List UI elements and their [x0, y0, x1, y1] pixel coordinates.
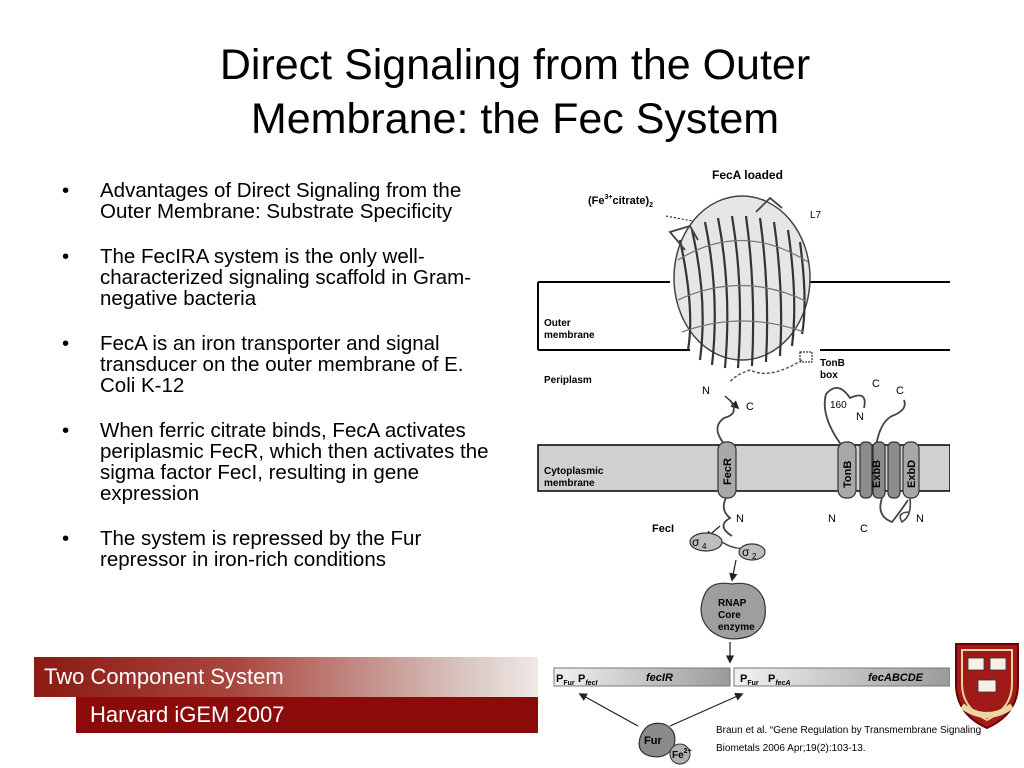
- title-line-2: Membrane: the Fec System: [250, 95, 780, 143]
- dna-operon-fecabcde: [733, 667, 950, 687]
- svg-text:4: 4: [702, 542, 707, 551]
- citation-line-2: Biometals 2006 Apr;19(2):103-13.: [716, 743, 866, 754]
- label-exbd-n: N: [916, 513, 924, 525]
- label-fecabcde-gene: fecABCDE: [868, 672, 924, 684]
- tonb-box-marker: [799, 351, 813, 363]
- label-fecr-c: C: [746, 401, 754, 413]
- feca-n-terminal-tail: [729, 359, 803, 383]
- bullet-item: The FecIRA system is the only well-chara…: [58, 246, 498, 309]
- citation: Braun et al. “Gene Regulation by Transme…: [716, 722, 981, 758]
- footer-band-team: Harvard iGEM 2007: [76, 697, 538, 733]
- label-promoter-fur-2: PFur: [740, 673, 759, 687]
- svg-text:Fe2+: Fe2+: [672, 748, 692, 761]
- footer-band-topic: Two Component System: [34, 657, 538, 697]
- label-tonb-n: N: [856, 411, 864, 423]
- citation-line-1: Braun et al. “Gene Regulation by Transme…: [716, 725, 982, 736]
- arrow-fur-to-promoter-2: [669, 692, 744, 727]
- svg-text:2: 2: [752, 552, 757, 561]
- label-exbd: ExbD: [906, 460, 918, 488]
- fec-system-diagram: FecA loaded (Fe3+citrate)2 L8 L7 Outerme…: [537, 168, 950, 765]
- svg-text:RNAP: RNAP: [718, 598, 747, 609]
- label-promoter-feci: PfecI: [578, 673, 598, 687]
- exbd-protein: ExbD: [887, 441, 920, 499]
- feca-barrel: [668, 195, 811, 369]
- fur-repressor: Fur Fe2+: [638, 722, 692, 765]
- fecr-cytoplasmic-tail: [722, 497, 733, 537]
- label-feci: FecI: [652, 523, 674, 535]
- svg-text:Fur: Fur: [644, 735, 662, 747]
- tonb-periplasmic-loop: [823, 387, 866, 447]
- label-periplasm: Periplasm: [544, 375, 592, 386]
- dna-operon-fecir: [553, 667, 731, 687]
- label-tonb-c: C: [872, 378, 880, 390]
- label-fecr: FecR: [722, 458, 734, 485]
- harvard-shield-logo: [955, 643, 1019, 730]
- label-exbb-c: C: [860, 523, 868, 535]
- tonb-protein: TonB: [837, 441, 857, 499]
- bullet-list: Advantages of Direct Signaling from the …: [58, 180, 498, 594]
- label-fecr-cyto-n: N: [736, 513, 744, 525]
- arrow-fur-to-promoter-1: [578, 693, 639, 727]
- bullet-item: Advantages of Direct Signaling from the …: [58, 180, 498, 222]
- exb-loop: [875, 399, 906, 447]
- exb-cytoplasmic-loop: [879, 497, 909, 524]
- label-fecir-gene: fecIR: [646, 672, 673, 684]
- label-promoter-feca: PfecA: [768, 673, 791, 687]
- arrow-feci-to-rnap: [729, 559, 738, 582]
- svg-text:σ: σ: [692, 535, 700, 549]
- bullet-item: The system is repressed by the Fur repre…: [58, 528, 498, 570]
- exbb-protein: ExbB: [859, 441, 886, 499]
- feci-sigma-factor: σ 4 σ 2: [689, 532, 766, 561]
- label-feca-loaded: FecA loaded: [712, 168, 783, 182]
- label-l7: L7: [810, 210, 822, 221]
- label-fecr-n: N: [702, 385, 710, 397]
- footer-topic-label: Two Component System: [44, 664, 284, 689]
- label-fe-citrate: (Fe3+citrate)2: [588, 194, 653, 209]
- exbd-cytoplasmic-tail: [899, 497, 912, 524]
- label-exbb: ExbB: [871, 460, 883, 488]
- svg-text:enzyme: enzyme: [718, 622, 755, 633]
- fecr-periplasmic-loop: [716, 399, 735, 447]
- title-line-1: Direct Signaling from the Outer: [219, 41, 811, 89]
- rnap-core-enzyme: RNAP Core enzyme: [700, 582, 766, 640]
- footer-team-label: Harvard iGEM 2007: [90, 702, 285, 727]
- svg-text:σ: σ: [742, 545, 750, 559]
- bullet-item: FecA is an iron transporter and signal t…: [58, 333, 498, 396]
- svg-text:Core: Core: [718, 610, 741, 621]
- label-160: 160: [830, 400, 847, 411]
- label-tonb: TonB: [842, 461, 854, 488]
- label-exb-c: C: [896, 385, 904, 397]
- bullet-item: When ferric citrate binds, FecA activate…: [58, 420, 498, 504]
- fecr-protein: FecR: [717, 441, 737, 499]
- label-promoter-fur-1: PFur: [556, 673, 575, 687]
- label-tonb-cyto-n: N: [828, 513, 836, 525]
- slide-title: Direct Signaling from the Outer Membrane…: [80, 38, 950, 146]
